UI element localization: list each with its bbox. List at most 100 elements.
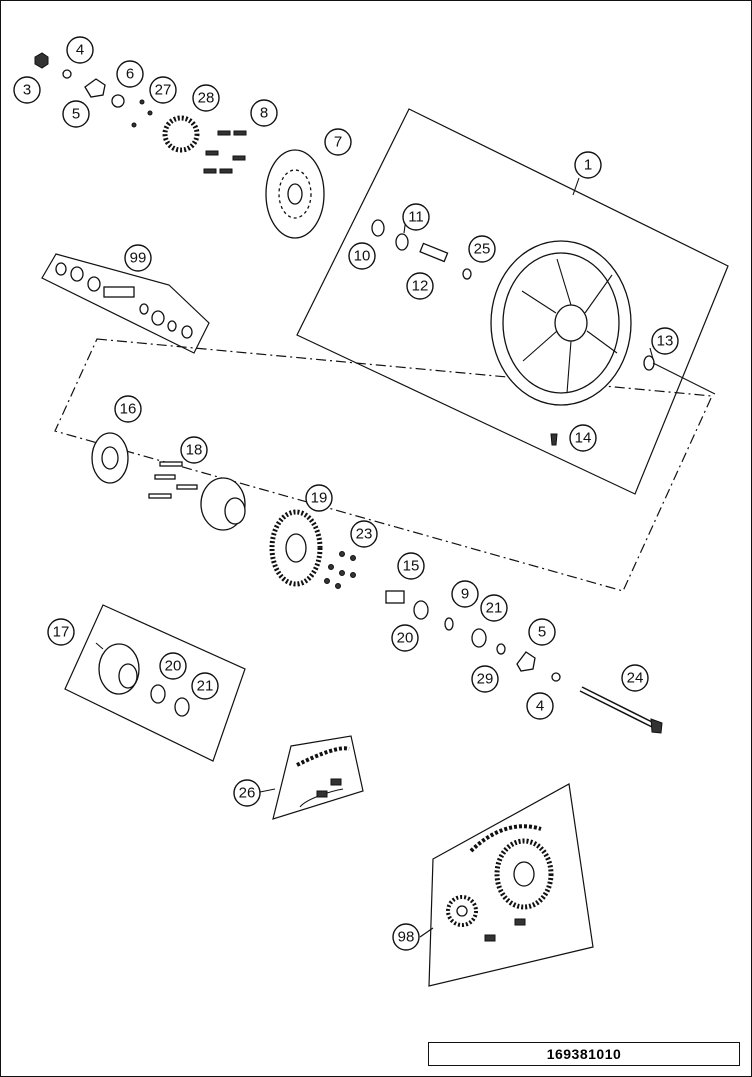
bearing-part-20 <box>413 600 429 620</box>
svg-text:17: 17 <box>53 624 70 641</box>
callout-11: 11 <box>402 203 430 231</box>
axle-kit-frame <box>41 253 210 354</box>
callout-25: 25 <box>468 235 496 263</box>
tone-wheel-part-28 <box>162 115 200 153</box>
svg-text:27: 27 <box>155 82 172 99</box>
callout-99: 99 <box>124 244 152 272</box>
spacer-part-15 <box>385 590 405 604</box>
svg-text:21: 21 <box>486 600 503 617</box>
svg-text:10: 10 <box>354 248 371 265</box>
callout-23: 23 <box>350 520 378 548</box>
bolts-part-18 <box>148 461 198 499</box>
bearing-part-11 <box>395 233 409 251</box>
nuts-part-23 <box>324 551 356 589</box>
callout-4: 4 <box>66 36 94 64</box>
svg-text:99: 99 <box>130 250 147 267</box>
callout-10: 10 <box>348 242 376 270</box>
callout-20b: 20 <box>159 652 187 680</box>
callout-9: 9 <box>451 580 479 608</box>
svg-text:20: 20 <box>397 630 414 647</box>
spacer-part-6 <box>111 94 125 108</box>
callout-1: 1 <box>574 151 602 179</box>
svg-text:4: 4 <box>536 698 544 715</box>
svg-text:29: 29 <box>477 671 494 688</box>
washer-part-4b <box>551 672 561 682</box>
drive-kit-98-frame <box>428 783 594 987</box>
svg-text:8: 8 <box>260 105 268 122</box>
callout-21b: 21 <box>191 672 219 700</box>
hub-assembly-frame <box>54 338 713 592</box>
chain-part-26 <box>296 746 350 808</box>
callout-27: 27 <box>149 76 177 104</box>
spacer-sleeve-part-12 <box>419 242 449 263</box>
svg-text:1: 1 <box>584 157 592 174</box>
callout-15: 15 <box>397 552 425 580</box>
chain-adjuster-part-5 <box>84 78 106 98</box>
callout-14: 14 <box>569 424 597 452</box>
svg-text:5: 5 <box>72 106 80 123</box>
callout-24: 24 <box>621 664 649 692</box>
svg-text:7: 7 <box>334 134 342 151</box>
drive-kit-parts-98 <box>446 824 554 942</box>
callout-16: 16 <box>114 395 142 423</box>
callout-6: 6 <box>116 60 144 88</box>
screw-part-27a <box>139 99 145 105</box>
svg-text:26: 26 <box>239 785 256 802</box>
valve-part-14 <box>550 433 558 446</box>
circlip-part-9 <box>444 617 454 631</box>
callout-28: 28 <box>192 84 220 112</box>
washer-part-4 <box>62 69 72 79</box>
svg-text:12: 12 <box>412 278 429 295</box>
svg-text:6: 6 <box>126 66 134 83</box>
axle-part-24 <box>579 686 663 734</box>
wheel-assembly-frame <box>296 108 729 495</box>
callout-19: 19 <box>305 484 333 512</box>
chain-kit-26-frame <box>272 735 364 820</box>
hub-kit-17-frame <box>64 604 246 762</box>
callout-3: 3 <box>13 76 41 104</box>
callout-26: 26 <box>233 779 261 807</box>
svg-text:16: 16 <box>120 401 137 418</box>
screw-part-27b <box>147 110 153 116</box>
brake-disc-part-7 <box>265 149 325 239</box>
callout-12: 12 <box>406 272 434 300</box>
callout-7: 7 <box>324 128 352 156</box>
svg-text:18: 18 <box>186 442 203 459</box>
ring-part-25 <box>462 268 472 280</box>
svg-text:9: 9 <box>461 586 469 603</box>
bolts-part-8 <box>203 130 247 174</box>
callout-13: 13 <box>651 327 679 355</box>
svg-text:15: 15 <box>403 558 420 575</box>
svg-text:28: 28 <box>198 90 215 107</box>
diagram-id-text: 169381010 <box>546 1046 622 1062</box>
diagram-id-label: 169381010 <box>428 1042 740 1066</box>
nut-part-3 <box>34 52 49 69</box>
callout-29: 29 <box>471 665 499 693</box>
rear-wheel-rim-part-1 <box>490 240 632 406</box>
screw-part-27c <box>131 122 137 128</box>
svg-text:23: 23 <box>356 526 373 543</box>
bearing-part-20b <box>150 684 166 704</box>
bearing-part-10 <box>371 219 385 237</box>
callout-21: 21 <box>480 594 508 622</box>
callout-18: 18 <box>180 436 208 464</box>
svg-text:20: 20 <box>165 658 182 675</box>
svg-text:98: 98 <box>398 929 415 946</box>
callouts: 1 3 4 4 5 5 6 7 8 9 10 11 12 13 14 15 16… <box>13 36 679 951</box>
callout-5b: 5 <box>528 618 556 646</box>
svg-text:14: 14 <box>575 430 592 447</box>
chain-adjuster-part-5b <box>516 651 536 672</box>
callout-17: 17 <box>47 618 75 646</box>
svg-text:19: 19 <box>311 490 328 507</box>
callout-5: 5 <box>62 100 90 128</box>
hub-part-17 <box>98 643 140 695</box>
svg-text:11: 11 <box>408 209 424 226</box>
svg-text:13: 13 <box>657 333 674 350</box>
svg-text:21: 21 <box>197 678 214 695</box>
seal-part-21b <box>174 697 190 717</box>
svg-text:4: 4 <box>76 42 84 59</box>
callout-20: 20 <box>391 624 419 652</box>
sprocket-carrier-part <box>200 477 246 531</box>
